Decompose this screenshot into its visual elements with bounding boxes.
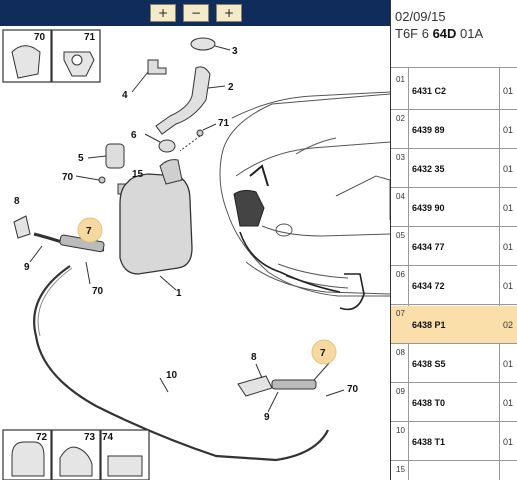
parts-list-row[interactable]: 07 6438 P1 02 (391, 306, 517, 344)
callout-label[interactable]: 74 (102, 432, 114, 443)
row-index: 09 (396, 387, 405, 396)
zoom-in-icon: + (157, 6, 169, 20)
parts-list-row[interactable]: 09 6438 T0 01 (391, 384, 517, 422)
callout-label[interactable]: 9 (264, 412, 270, 423)
part-quantity: 02 (503, 320, 514, 330)
callout-label[interactable]: 70 (62, 172, 74, 183)
callout-label[interactable]: 71 (84, 32, 96, 43)
parts-list-row[interactable]: 15 (391, 462, 517, 480)
parts-list-row[interactable]: 10 6438 T1 01 (391, 423, 517, 461)
catalog-code: T6F 6 64D 01A (395, 26, 484, 41)
panel-header: 02/09/15 T6F 6 64D 01A (391, 0, 517, 68)
callout-label[interactable]: 10 (166, 370, 178, 381)
part-reference: 6438 T1 (412, 437, 446, 447)
callout-label[interactable]: 72 (36, 432, 48, 443)
row-index: 02 (396, 114, 405, 123)
installed-reservoir-icon (233, 189, 265, 227)
callout-label[interactable]: 5 (78, 153, 84, 164)
washer-pump-icon (105, 143, 125, 169)
row-index: 15 (396, 465, 405, 474)
part-quantity: 01 (503, 86, 514, 96)
callout-highlight-7-right[interactable] (311, 339, 337, 365)
row-index: 04 (396, 192, 405, 201)
zoom-area-button[interactable]: + (216, 4, 242, 22)
parts-list-row[interactable]: 02 6439 89 01 (391, 111, 517, 149)
part-reference: 6439 90 (412, 203, 445, 213)
headlamp-jet-cover-icon (13, 215, 31, 239)
callout-label[interactable]: 1 (176, 288, 182, 299)
callout-label[interactable]: 70 (92, 286, 104, 297)
row-index: 10 (396, 426, 405, 435)
zoom-in-button[interactable]: + (150, 4, 176, 22)
part-reference: 6434 77 (412, 242, 445, 252)
row-index: 01 (396, 75, 405, 84)
callout-label[interactable]: 70 (347, 384, 359, 395)
row-index: 03 (396, 153, 405, 162)
part-quantity: 01 (503, 125, 514, 135)
part-quantity: 01 (503, 242, 514, 252)
callout-label[interactable]: 9 (24, 262, 30, 273)
part-reference: 6434 72 (412, 281, 445, 291)
callout-label[interactable]: 6 (131, 130, 137, 141)
part-reference: 6432 35 (412, 164, 445, 174)
part-quantity: 01 (503, 437, 514, 447)
row-index: 07 (396, 309, 405, 318)
parts-list-row[interactable]: 05 6434 77 01 (391, 228, 517, 266)
viewer-toolbar: + − + (0, 0, 390, 26)
row-index: 06 (396, 270, 405, 279)
headlamp-jet-cover-icon-right (237, 375, 273, 397)
parts-list-row[interactable]: 04 6439 90 01 (391, 189, 517, 227)
callout-label[interactable]: 3 (232, 46, 238, 57)
parts-list-row[interactable]: 01 6431 C2 01 (391, 72, 517, 110)
zoom-out-icon: − (190, 6, 202, 20)
clip-70-icon (11, 45, 41, 79)
callout-label[interactable]: 4 (122, 90, 128, 101)
diagram-viewer: + − + (0, 0, 391, 480)
zoom-area-icon: + (223, 6, 235, 20)
catalog-date: 02/09/15 (395, 9, 446, 24)
part-reference: 6438 T0 (412, 398, 446, 408)
part-quantity: 01 (503, 203, 514, 213)
callout-label[interactable]: 15 (132, 169, 144, 180)
callout-label[interactable]: 8 (251, 352, 257, 363)
part-reference: 6431 C2 (412, 86, 447, 96)
callout-highlight-7[interactable] (77, 217, 103, 243)
washer-reservoir-icon (119, 173, 193, 275)
part-quantity: 01 (503, 398, 514, 408)
clip-73-icon (59, 446, 93, 477)
callout-label[interactable]: 2 (228, 82, 234, 93)
callout-label[interactable]: 71 (218, 118, 230, 129)
bracket-icon (147, 59, 167, 75)
row-index: 08 (396, 348, 405, 357)
part-reference: 6439 89 (412, 125, 445, 135)
parts-list-panel: 02/09/15 T6F 6 64D 01A 01 6431 C2 01 02 6439… (391, 0, 517, 480)
part-reference: 6438 S5 (412, 359, 446, 369)
car-front-illustration (219, 91, 390, 297)
parts-list-row[interactable]: 08 6438 S5 01 (391, 345, 517, 383)
callout-label[interactable]: 70 (34, 32, 46, 43)
callout-label[interactable]: 73 (84, 432, 96, 443)
part-quantity: 01 (503, 164, 514, 174)
filler-cap-icon (190, 37, 216, 51)
callout-label[interactable]: 8 (14, 196, 20, 207)
parts-diagram[interactable]: 70 71 3 4 2 6 71 5 15 70 8 7 9 70 1 10 8… (0, 26, 390, 480)
grommet-icon (158, 139, 176, 153)
callout-label[interactable]: 7 (320, 348, 326, 359)
filler-neck-icon (155, 66, 211, 135)
callout-label[interactable]: 7 (86, 226, 92, 237)
clip-72-icon (11, 441, 45, 477)
part-quantity: 01 (503, 281, 514, 291)
part-quantity: 01 (503, 359, 514, 369)
clip-74-icon (107, 455, 143, 477)
zoom-out-button[interactable]: − (183, 4, 209, 22)
parts-list-row[interactable]: 03 6432 35 01 (391, 150, 517, 188)
hose-icon (33, 265, 329, 462)
part-reference: 6438 P1 (412, 320, 446, 330)
row-index: 05 (396, 231, 405, 240)
parts-list-row[interactable]: 06 6434 72 01 (391, 267, 517, 305)
